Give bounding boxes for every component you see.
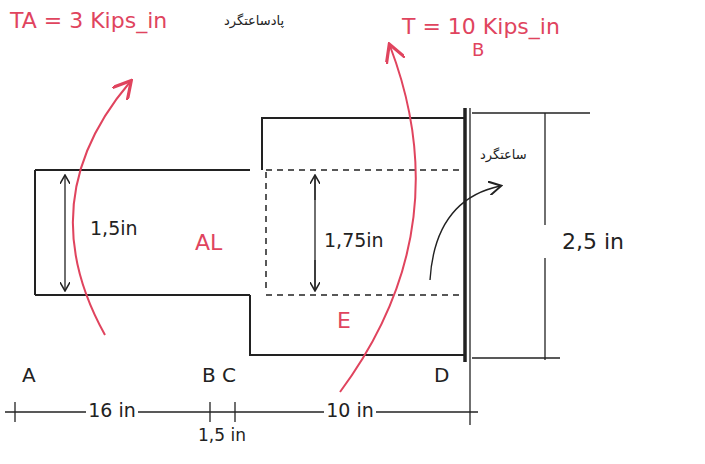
torque-arrow: [340, 46, 416, 392]
material-label: E: [335, 308, 353, 333]
material-label: AL: [193, 230, 224, 255]
point-label: B C: [200, 364, 238, 387]
point-label: D: [432, 364, 451, 387]
point-label: A: [20, 364, 38, 387]
fixed-wall: [463, 108, 467, 362]
diameter-label: 1,5in: [88, 218, 140, 240]
dimension-arrow: [64, 260, 65, 291]
sign-arrow: [430, 186, 500, 280]
direction-note: پادساعتگرد: [222, 14, 286, 29]
direction-note: ساعتگرد: [478, 148, 529, 163]
length-label: 16 in: [86, 400, 138, 422]
diameter-label: 1,75in: [322, 230, 386, 252]
torque-arrow: [73, 82, 130, 335]
hidden-rod: [266, 170, 463, 295]
dimension-arrow: [64, 175, 65, 200]
torque-label: T = 10 Kips_in: [400, 14, 562, 39]
length-label: 10 in: [324, 400, 376, 422]
sleeve-outline: [250, 118, 465, 355]
extension-line: [469, 108, 470, 425]
aluminum-rod: [35, 170, 250, 295]
length-label: 1,5 in: [196, 426, 248, 446]
point-label: B: [470, 40, 486, 61]
dimension-tick: [472, 112, 590, 113]
torque-label: TA = 3 Kips_in: [8, 8, 169, 33]
length-dimension: [5, 411, 478, 412]
dimension-line: [544, 113, 545, 225]
diameter-label: 2,5 in: [560, 229, 626, 254]
dimension-line: [314, 175, 315, 291]
dimension-tick: [472, 357, 560, 358]
